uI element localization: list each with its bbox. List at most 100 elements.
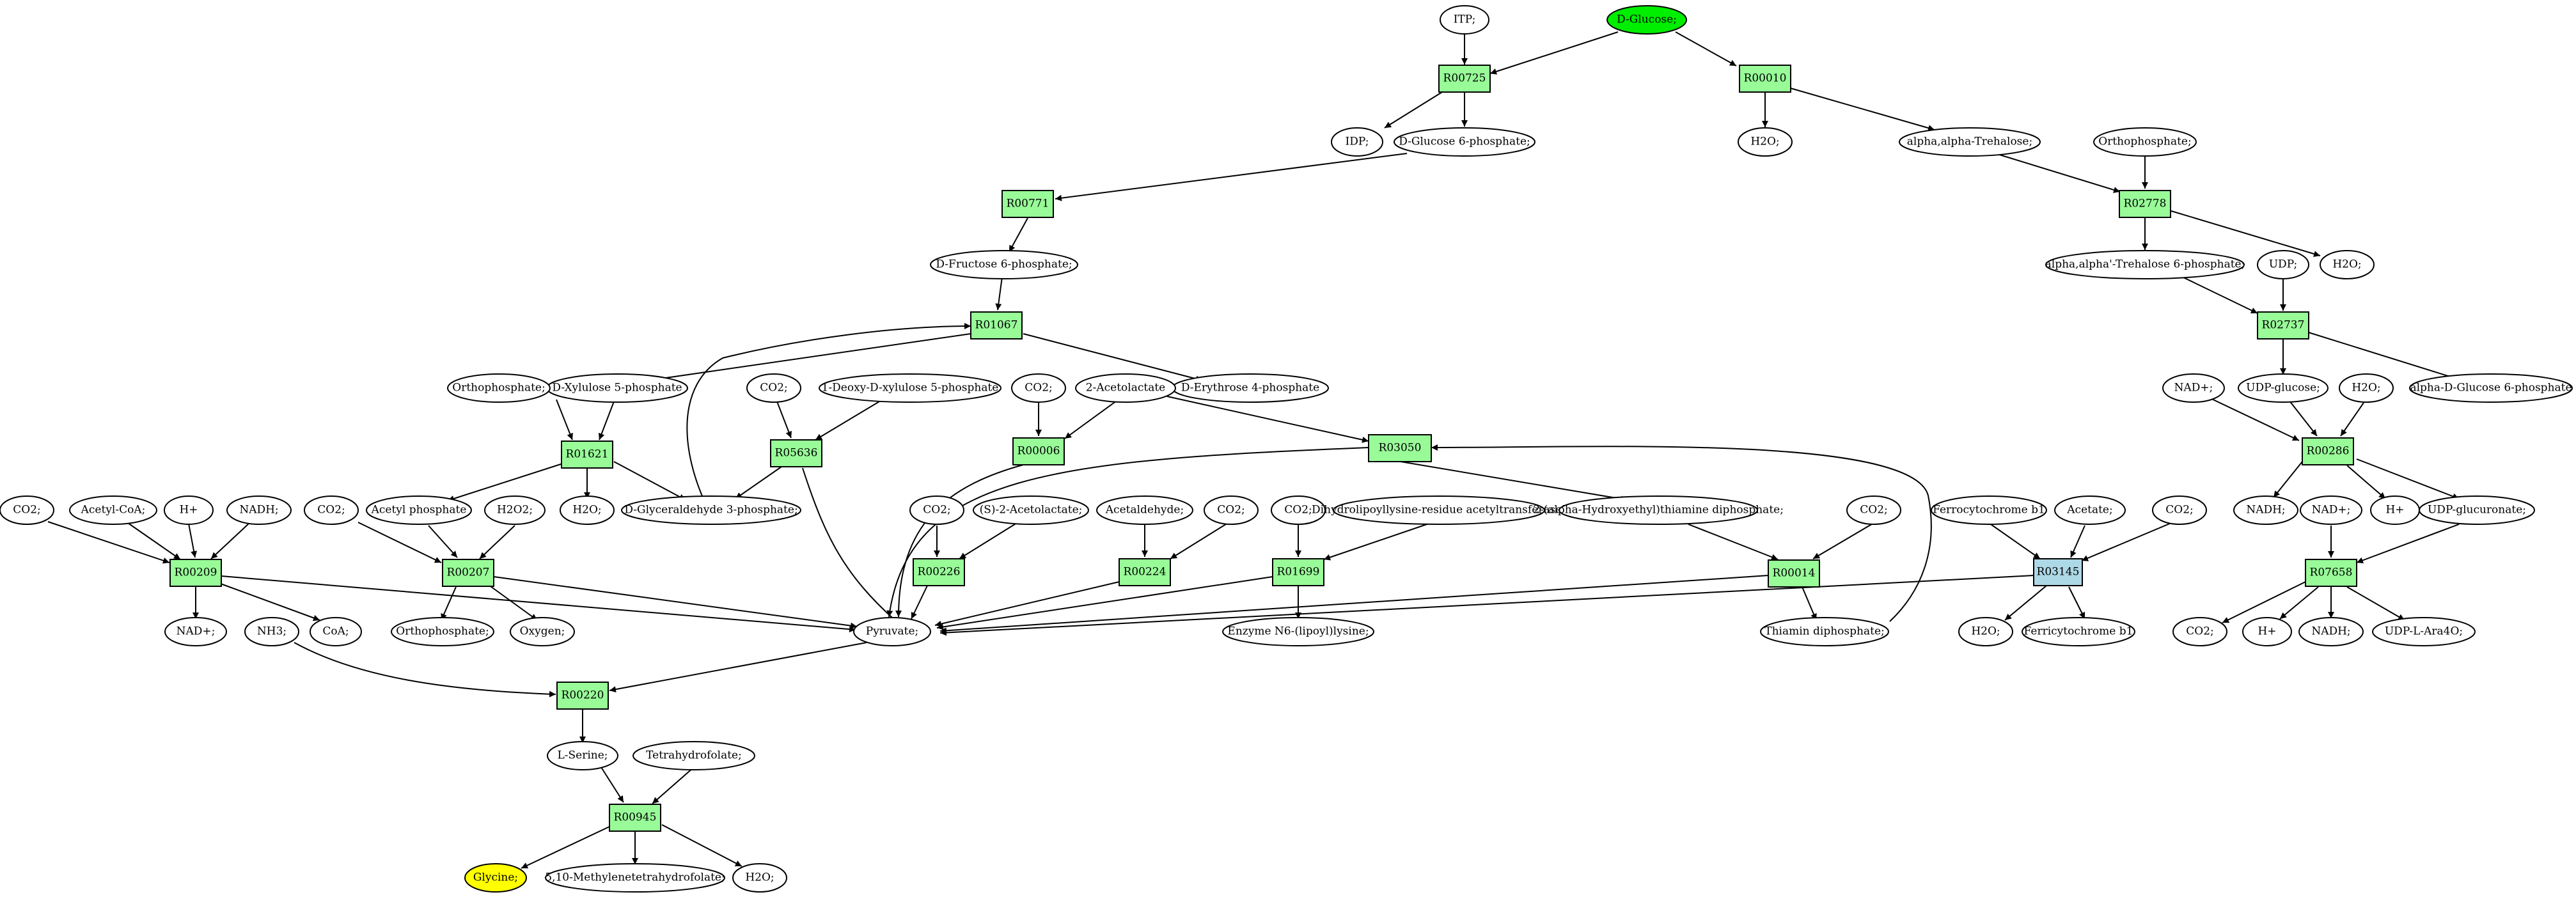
edge-r00945-h2o [661,824,742,867]
compound-label: 2-Acetolactate [1086,382,1165,394]
compound-co2-r01699[interactable]: CO2; [1271,495,1326,525]
compound-acetylcoa[interactable]: Acetyl-CoA; [69,495,157,525]
compound-h2o-r00010[interactable]: H2O; [1738,127,1793,157]
compound-nad-r00286[interactable]: NAD+; [2162,373,2225,403]
compound-lserine[interactable]: L-Serine; [547,741,618,770]
compound-orthophosphate-left[interactable]: Orthophosphate; [447,373,551,403]
reaction-r00014[interactable]: R00014 [1768,559,1820,588]
compound-orthophosphate-top[interactable]: Orthophosphate; [2093,127,2197,157]
compound-oxygen[interactable]: Oxygen; [510,617,575,646]
compound-label: D-Glucose 6-phosphate; [1399,136,1530,148]
reaction-r00945[interactable]: R00945 [609,804,661,832]
compound-itp[interactable]: ITP; [1440,5,1489,35]
compound-hplus-r00286[interactable]: H+ [2370,495,2420,525]
compound-f6p[interactable]: D-Fructose 6-phosphate; [930,250,1078,279]
compound-dxp[interactable]: 1-Deoxy-D-xylulose 5-phosphate [819,373,1001,403]
compound-nadh-r00286[interactable]: NADH; [2233,495,2298,525]
compound-xu5p[interactable]: D-Xylulose 5-phosphate [546,373,688,403]
edge-r00226-pyruvate [911,585,928,620]
compound-pyruvate[interactable]: Pyruvate; [853,617,931,646]
compound-hplus-r00209[interactable]: H+ [164,495,214,525]
compound-co2-r00209[interactable]: CO2; [0,495,54,525]
reaction-r01699[interactable]: R01699 [1272,558,1324,586]
compound-co2-r00224[interactable]: CO2; [1204,495,1259,525]
reaction-r00224[interactable]: R00224 [1119,558,1171,586]
compound-label: D-Fructose 6-phosphate; [936,258,1072,271]
edge-r02737-ag6p [2308,332,2463,382]
compound-co2-r00014[interactable]: CO2; [1846,495,1901,525]
compound-ferricyt[interactable]: Ferricytochrome b1 [2022,617,2135,646]
compound-h2o2[interactable]: H2O2; [484,495,546,525]
compound-label: UDP-glucuronate; [2428,504,2526,517]
reaction-r00226[interactable]: R00226 [913,558,965,586]
compound-ag6p[interactable]: alpha-D-Glucose 6-phosphate [2409,373,2573,403]
reaction-r03050[interactable]: R03050 [1368,434,1432,462]
compound-h2o-r00945[interactable]: H2O; [732,863,787,893]
reaction-r07658[interactable]: R07658 [2305,559,2357,587]
compound-glycine[interactable]: Glycine; [464,863,527,893]
compound-co2-r00207[interactable]: CO2; [304,495,359,525]
compound-acetate[interactable]: Acetate; [2054,495,2126,525]
compound-thdp[interactable]: Thiamin diphosphate; [1760,617,1889,646]
edge-xu5p-r01621 [598,401,615,441]
compound-nad-r07658[interactable]: NAD+; [2300,495,2362,525]
compound-acetylp[interactable]: Acetyl phosphate [366,495,472,525]
compound-h2o-r01621[interactable]: H2O; [560,495,615,525]
reaction-r00220[interactable]: R00220 [556,682,609,710]
compound-orthophosphate-r00207[interactable]: Orthophosphate; [391,617,494,646]
compound-hplus-r07658[interactable]: H+ [2242,617,2292,646]
reaction-r00010[interactable]: R00010 [1739,65,1791,93]
compound-h2o-r02778[interactable]: H2O; [2320,250,2375,279]
reaction-r02778[interactable]: R02778 [2119,190,2171,218]
reaction-r01621[interactable]: R01621 [561,441,613,469]
compound-e4p[interactable]: D-Erythrose 4-phosphate [1172,373,1329,403]
compound-co2-r00006[interactable]: CO2; [1011,373,1066,403]
compound-label: H2O; [1750,136,1779,148]
reaction-r02737[interactable]: R02737 [2257,311,2309,339]
reaction-label: R00010 [1744,72,1787,85]
reaction-r01067[interactable]: R01067 [970,311,1023,339]
reaction-r03145[interactable]: R03145 [2033,558,2083,586]
compound-g6p[interactable]: D-Glucose 6-phosphate; [1394,127,1535,157]
compound-co2-r07658[interactable]: CO2; [2172,617,2227,646]
compound-nadh-r07658[interactable]: NADH; [2298,617,2364,646]
compound-udpglucose[interactable]: UDP-glucose; [2238,373,2329,403]
compound-dihydrolipoyl[interactable]: Dihydrolipoyllysine-residue acetyltransf… [1312,495,1566,525]
compound-co2-r05636[interactable]: CO2; [746,373,801,403]
reaction-r00286[interactable]: R00286 [2302,437,2354,465]
compound-hethdp[interactable]: 2-(alpha-Hydroxyethyl)thiamine diphospha… [1533,495,1784,525]
compound-h2o-r03145[interactable]: H2O; [1958,617,2013,646]
compound-gap[interactable]: D-Glyceraldehyde 3-phosphate; [621,495,801,525]
compound-label: Oxygen; [520,625,565,638]
compound-lipoyllysine[interactable]: Enzyme N6-(lipoyl)lysine; [1222,617,1374,646]
compound-thf[interactable]: Tetrahydrofolate; [632,741,755,770]
reaction-r00771[interactable]: R00771 [1001,190,1054,218]
compound-coa[interactable]: CoA; [310,617,362,646]
compound-h2o-r00286[interactable]: H2O; [2339,373,2394,403]
compound-nh3[interactable]: NH3; [244,617,299,646]
compound-dglucose[interactable]: D-Glucose; [1606,5,1687,35]
compound-udpglucuronate[interactable]: UDP-glucuronate; [2419,495,2535,525]
compound-ferrocyt[interactable]: Ferrocytochrome b1 [1931,495,2047,525]
compound-label: (S)-2-Acetolactate; [980,504,1083,517]
edge-acetolactate-r00006 [1064,398,1120,439]
compound-acetaldehyde[interactable]: Acetaldehyde; [1096,495,1193,525]
compound-co2-r00226[interactable]: CO2; [909,495,964,525]
reaction-r00209[interactable]: R00209 [169,559,222,587]
compound-tre6p[interactable]: alpha,alpha'-Trehalose 6-phosphate; [2045,250,2245,279]
compound-udp[interactable]: UDP; [2257,250,2309,279]
reaction-r00207[interactable]: R00207 [442,559,494,587]
reaction-r00006[interactable]: R00006 [1012,437,1065,465]
compound-s2acetolactate[interactable]: (S)-2-Acetolactate; [973,495,1089,525]
compound-nadh-r00209[interactable]: NADH; [226,495,292,525]
compound-trehalose[interactable]: alpha,alpha-Trehalose; [1899,127,2041,157]
compound-acetolactate[interactable]: 2-Acetolactate [1075,373,1176,403]
reaction-r00725[interactable]: R00725 [1438,65,1491,93]
compound-co2-r03145[interactable]: CO2; [2152,495,2207,525]
compound-mthf[interactable]: 5,10-Methylenetetrahydrofolate; [545,863,725,893]
compound-idp[interactable]: IDP; [1331,127,1383,157]
compound-nad-r00209[interactable]: NAD+; [164,617,227,646]
compound-udpara4o[interactable]: UDP-L-Ara4O; [2372,617,2476,646]
edge-r00207-orthophosphate [441,586,457,621]
reaction-r05636[interactable]: R05636 [770,439,822,467]
